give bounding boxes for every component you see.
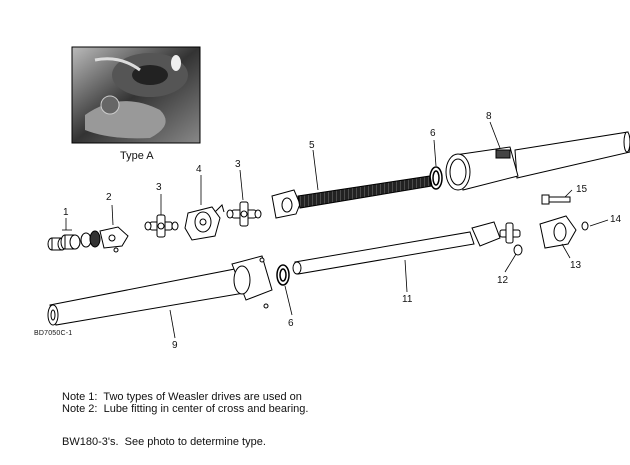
leader-lines (62, 121, 609, 339)
part-12-cross (471, 221, 523, 256)
note-2: Note 2: Lube fitting in center of cross … (62, 403, 309, 415)
part-2-yoke (80, 226, 129, 253)
drawing-code: BD7050C-1 (34, 330, 73, 337)
part-8-shield-upper-tube (445, 131, 630, 191)
callout-6-upper: 6 (430, 128, 436, 139)
part-14-fitting (581, 221, 589, 231)
part-13-yoke (539, 215, 577, 249)
part-9-lower-tube (47, 255, 273, 326)
part-3-cross-left (144, 214, 179, 238)
callout-6-lower: 6 (288, 318, 294, 329)
callout-15: 15 (576, 184, 588, 195)
callout-numbers: 1 2 3 4 3 5 6 8 15 14 13 12 11 6 9 (63, 111, 622, 351)
part-3-cross-right (226, 201, 262, 227)
callout-3-right: 3 (235, 159, 241, 170)
note-1-line-1: Note 1: Two types of Weasler drives are … (62, 391, 302, 403)
part-6-ring-lower (276, 264, 290, 286)
part-4-yoke-flange (184, 204, 225, 241)
note-1-line-2: BW180-3's. See photo to determine type. (62, 436, 266, 448)
callout-9: 9 (172, 340, 178, 351)
part-11-inner-tube (292, 231, 475, 275)
callout-12: 12 (497, 275, 509, 286)
callout-3-left: 3 (156, 182, 162, 193)
callout-14: 14 (610, 214, 622, 225)
part-1-bearing-caps (47, 234, 81, 251)
callout-11: 11 (402, 294, 413, 305)
part-5-splined-shaft (271, 175, 433, 219)
part-6-ring-upper (429, 166, 443, 190)
note-1: Note 1: Two types of Weasler drives are … (62, 360, 362, 465)
callout-4: 4 (196, 164, 202, 175)
callout-8: 8 (486, 111, 492, 122)
type-a-photo (71, 46, 201, 144)
callout-2: 2 (106, 192, 112, 203)
part-15-bolt (541, 194, 571, 205)
callout-1: 1 (63, 207, 69, 218)
callout-13: 13 (570, 260, 582, 271)
callout-5: 5 (309, 140, 315, 151)
photo-caption: Type A (120, 150, 154, 162)
